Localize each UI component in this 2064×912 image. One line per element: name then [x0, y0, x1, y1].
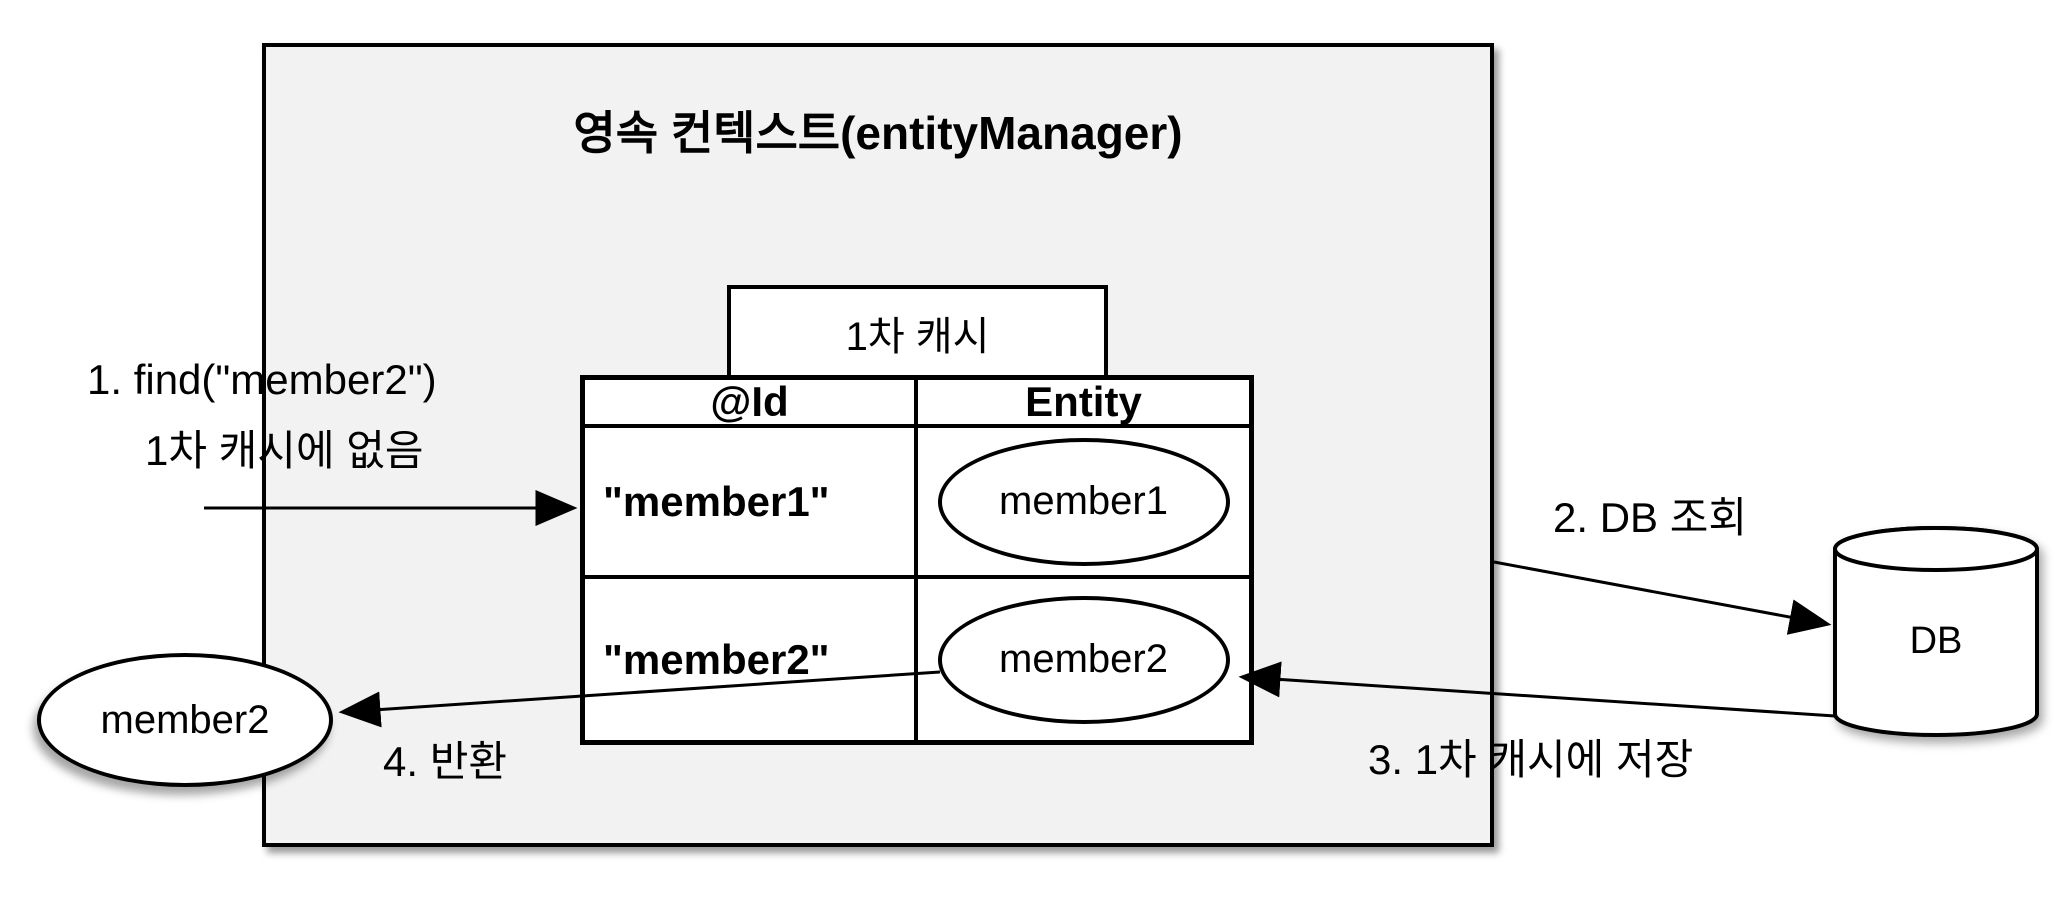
annotation-step4-return: 4. 반환 [383, 738, 507, 785]
annotation-step2-db-query: 2. DB 조회 [1553, 494, 1747, 541]
annotation-step3-store-cache: 3. 1차 캐시에 저장 [1368, 736, 1694, 783]
entity-ellipse-member1-label: member1 [999, 479, 1168, 523]
table-cell-id-member1: "member1" [585, 428, 918, 579]
entity-ellipse-member2: member2 [937, 595, 1230, 724]
first-level-cache-label: 1차 캐시 [845, 315, 990, 359]
db-label: DB [1909, 620, 1963, 662]
entity-ellipse-member2-label: member2 [999, 637, 1168, 681]
returned-entity-label: member2 [100, 697, 270, 742]
annotation-step1-line1: 1. find("member2") [87, 356, 437, 403]
arrow-2-db-query [1493, 560, 1832, 635]
entity-ellipse-member1: member1 [937, 437, 1230, 566]
returned-entity-ellipse: member2 [37, 653, 333, 787]
table-cell-entity-member2: member2 [918, 579, 1249, 740]
annotation-step1-line2: 1차 캐시에 없음 [145, 427, 424, 474]
table-cell-entity-member1: member1 [918, 428, 1249, 579]
table-header-id: @Id [585, 378, 918, 428]
persistence-context-title: 영속 컨텍스트(entityManager) [573, 107, 1183, 159]
table-header-entity: Entity [918, 378, 1249, 428]
table-cell-id-member2: "member2" [585, 579, 918, 740]
first-level-cache-table: @Id Entity "member1" member1 "member2" m… [580, 375, 1254, 745]
first-level-cache-label-box: 1차 캐시 [727, 285, 1108, 381]
